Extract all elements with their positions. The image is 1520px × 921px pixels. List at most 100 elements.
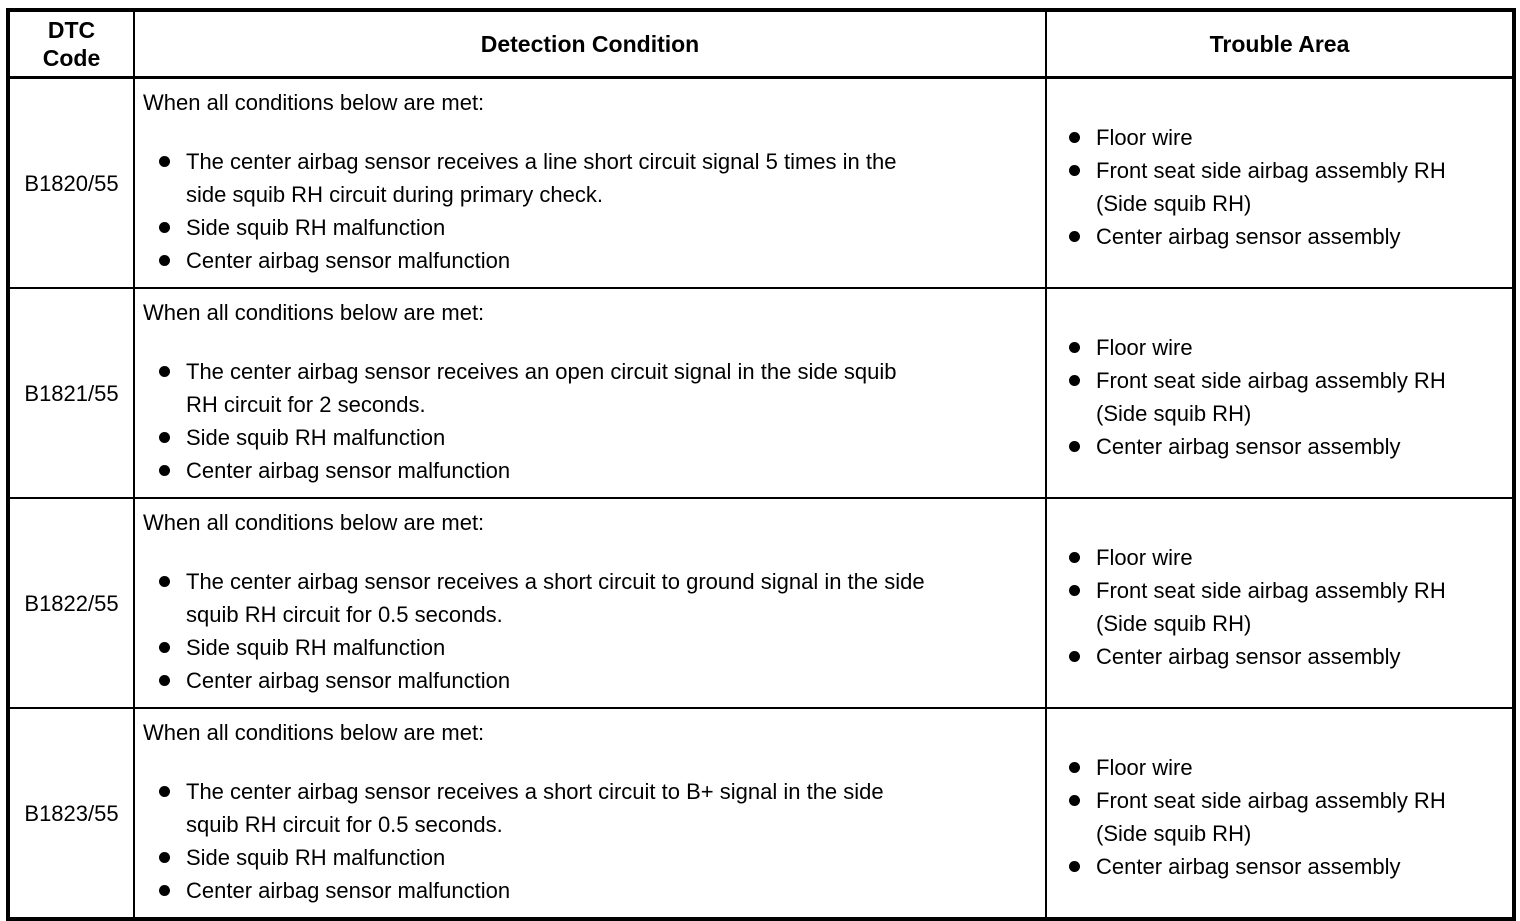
bullet-icon xyxy=(159,465,170,476)
trouble-item-text: Center airbag sensor assembly xyxy=(1096,854,1401,879)
list-item: Front seat side airbag assembly RH (Side… xyxy=(1048,784,1508,850)
detection-item-text: Center airbag sensor malfunction xyxy=(186,878,511,903)
table-row: B1821/55 When all conditions below are m… xyxy=(7,287,1515,499)
detection-list: The center airbag sensor receives a line… xyxy=(143,145,1035,277)
trouble-item-text: Floor wire xyxy=(1096,335,1193,360)
list-item: Center airbag sensor assembly xyxy=(1048,850,1508,883)
table-row: B1820/55 When all conditions below are m… xyxy=(7,76,1515,289)
dtc-code-cell: B1821/55 xyxy=(7,287,135,499)
bullet-icon xyxy=(159,255,170,266)
detection-list: The center airbag sensor receives an ope… xyxy=(143,355,1035,487)
list-item: Center airbag sensor malfunction xyxy=(143,664,1035,697)
trouble-item-text: Center airbag sensor assembly xyxy=(1096,224,1401,249)
detection-item-text: Side squib RH malfunction xyxy=(186,215,446,240)
col-header-trouble-area: Trouble Area xyxy=(1045,9,1515,79)
trouble-item-text: Floor wire xyxy=(1096,755,1193,780)
trouble-list: Floor wire Front seat side airbag assemb… xyxy=(1048,541,1508,673)
bullet-icon xyxy=(159,576,170,587)
bullet-icon xyxy=(1069,165,1080,176)
trouble-area-cell: Floor wire Front seat side airbag assemb… xyxy=(1045,287,1515,499)
dtc-code-cell: B1820/55 xyxy=(7,76,135,289)
list-item: Floor wire xyxy=(1048,331,1508,364)
list-item: Side squib RH malfunction xyxy=(143,631,1035,664)
list-item: Floor wire xyxy=(1048,751,1508,784)
dtc-code-cell: B1823/55 xyxy=(7,707,135,920)
list-item: Front seat side airbag assembly RH (Side… xyxy=(1048,154,1508,220)
bullet-icon xyxy=(1069,861,1080,872)
list-item: Side squib RH malfunction xyxy=(143,421,1035,454)
bullet-icon xyxy=(159,222,170,233)
bullet-icon xyxy=(159,366,170,377)
bullet-icon xyxy=(1069,132,1080,143)
header-row: DTC Code Detection Condition Trouble Are… xyxy=(7,9,1515,79)
bullet-icon xyxy=(1069,342,1080,353)
list-item: Center airbag sensor malfunction xyxy=(143,244,1035,277)
bullet-icon xyxy=(159,432,170,443)
detection-item-text: The center airbag sensor receives a line… xyxy=(186,149,897,207)
trouble-list: Floor wire Front seat side airbag assemb… xyxy=(1048,751,1508,883)
list-item: Center airbag sensor assembly xyxy=(1048,640,1508,673)
bullet-icon xyxy=(1069,795,1080,806)
list-item: Floor wire xyxy=(1048,541,1508,574)
list-item: Side squib RH malfunction xyxy=(143,211,1035,244)
col-header-dtc-code: DTC Code xyxy=(7,9,135,79)
trouble-area-cell: Floor wire Front seat side airbag assemb… xyxy=(1045,497,1515,709)
trouble-item-text: Center airbag sensor assembly xyxy=(1096,434,1401,459)
trouble-list: Floor wire Front seat side airbag assemb… xyxy=(1048,331,1508,463)
detection-item-text: The center airbag sensor receives an ope… xyxy=(186,359,897,417)
trouble-item-text: Front seat side airbag assembly RH (Side… xyxy=(1096,158,1446,216)
detection-intro: When all conditions below are met: xyxy=(143,90,485,115)
detection-condition-cell: When all conditions below are met: The c… xyxy=(133,76,1047,289)
trouble-item-text: Center airbag sensor assembly xyxy=(1096,644,1401,669)
detection-item-text: Center airbag sensor malfunction xyxy=(186,668,511,693)
detection-item-text: The center airbag sensor receives a shor… xyxy=(186,569,925,627)
bullet-icon xyxy=(1069,552,1080,563)
trouble-item-text: Front seat side airbag assembly RH (Side… xyxy=(1096,368,1446,426)
list-item: Floor wire xyxy=(1048,121,1508,154)
detection-intro: When all conditions below are met: xyxy=(143,510,485,535)
list-item: Center airbag sensor assembly xyxy=(1048,430,1508,463)
bullet-icon xyxy=(1069,585,1080,596)
bullet-icon xyxy=(159,642,170,653)
bullet-icon xyxy=(1069,441,1080,452)
detection-condition-cell: When all conditions below are met: The c… xyxy=(133,707,1047,920)
trouble-item-text: Floor wire xyxy=(1096,125,1193,150)
table-row: B1823/55 When all conditions below are m… xyxy=(7,707,1515,920)
dtc-table: DTC Code Detection Condition Trouble Are… xyxy=(6,8,1516,921)
bullet-icon xyxy=(159,885,170,896)
bullet-icon xyxy=(1069,762,1080,773)
trouble-area-cell: Floor wire Front seat side airbag assemb… xyxy=(1045,76,1515,289)
list-item: The center airbag sensor receives a shor… xyxy=(143,565,1035,631)
list-item: Center airbag sensor assembly xyxy=(1048,220,1508,253)
list-item: Front seat side airbag assembly RH (Side… xyxy=(1048,364,1508,430)
detection-condition-cell: When all conditions below are met: The c… xyxy=(133,497,1047,709)
manual-page: DTC Code Detection Condition Trouble Are… xyxy=(6,8,1516,921)
trouble-item-text: Floor wire xyxy=(1096,545,1193,570)
list-item: The center airbag sensor receives a line… xyxy=(143,145,1035,211)
detection-item-text: Center airbag sensor malfunction xyxy=(186,458,511,483)
detection-condition-cell: When all conditions below are met: The c… xyxy=(133,287,1047,499)
trouble-item-text: Front seat side airbag assembly RH (Side… xyxy=(1096,788,1446,846)
detection-item-text: Side squib RH malfunction xyxy=(186,635,446,660)
list-item: The center airbag sensor receives a shor… xyxy=(143,775,1035,841)
list-item: Center airbag sensor malfunction xyxy=(143,454,1035,487)
bullet-icon xyxy=(159,675,170,686)
detection-intro: When all conditions below are met: xyxy=(143,300,485,325)
detection-intro: When all conditions below are met: xyxy=(143,720,485,745)
detection-item-text: Side squib RH malfunction xyxy=(186,425,446,450)
list-item: Center airbag sensor malfunction xyxy=(143,874,1035,907)
bullet-icon xyxy=(159,156,170,167)
detection-list: The center airbag sensor receives a shor… xyxy=(143,565,1035,697)
bullet-icon xyxy=(1069,375,1080,386)
trouble-item-text: Front seat side airbag assembly RH (Side… xyxy=(1096,578,1446,636)
bullet-icon xyxy=(1069,231,1080,242)
trouble-list: Floor wire Front seat side airbag assemb… xyxy=(1048,121,1508,253)
detection-item-text: Center airbag sensor malfunction xyxy=(186,248,511,273)
detection-list: The center airbag sensor receives a shor… xyxy=(143,775,1035,907)
trouble-area-cell: Floor wire Front seat side airbag assemb… xyxy=(1045,707,1515,920)
dtc-code-cell: B1822/55 xyxy=(7,497,135,709)
bullet-icon xyxy=(159,786,170,797)
detection-item-text: The center airbag sensor receives a shor… xyxy=(186,779,884,837)
col-header-detection-condition: Detection Condition xyxy=(133,9,1047,79)
table-row: B1822/55 When all conditions below are m… xyxy=(7,497,1515,709)
